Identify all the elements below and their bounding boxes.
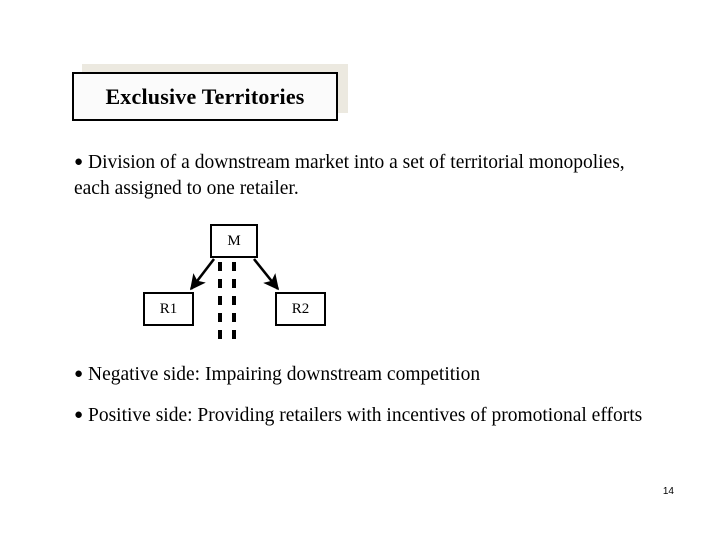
page-number: 14 xyxy=(662,486,674,497)
diagram-node-r1: R1 xyxy=(143,292,194,326)
arrow-m-to-r2 xyxy=(252,258,280,291)
bullet-text-1: Division of a downstream market into a s… xyxy=(74,152,625,199)
bullet-text-3: Positive side: Providing retailers with … xyxy=(88,405,643,426)
page-title: Exclusive Territories xyxy=(105,83,305,109)
diagram-node-r2: R2 xyxy=(275,292,326,326)
bullet-item-3: ●Positive side: Providing retailers with… xyxy=(74,403,650,429)
bullet-item-2: ●Negative side: Impairing downstream com… xyxy=(74,362,650,388)
bullet-marker-icon: ● xyxy=(74,154,84,170)
diagram-node-m: M xyxy=(210,224,258,258)
diagram-node-r2-label: R2 xyxy=(291,300,310,317)
bullet-item-1: ●Division of a downstream market into a … xyxy=(74,150,650,201)
distribution-diagram: M R1 R2 xyxy=(130,215,360,345)
diagram-node-r1-label: R1 xyxy=(159,300,178,317)
bullet-marker-icon: ● xyxy=(74,407,84,423)
bullet-marker-icon: ● xyxy=(74,366,84,382)
diagram-node-m-label: M xyxy=(227,232,241,249)
bullet-text-2: Negative side: Impairing downstream comp… xyxy=(88,364,481,385)
arrow-m-to-r1 xyxy=(189,258,216,291)
title-box: Exclusive Territories xyxy=(72,72,338,121)
diagram-connectors xyxy=(189,258,280,342)
